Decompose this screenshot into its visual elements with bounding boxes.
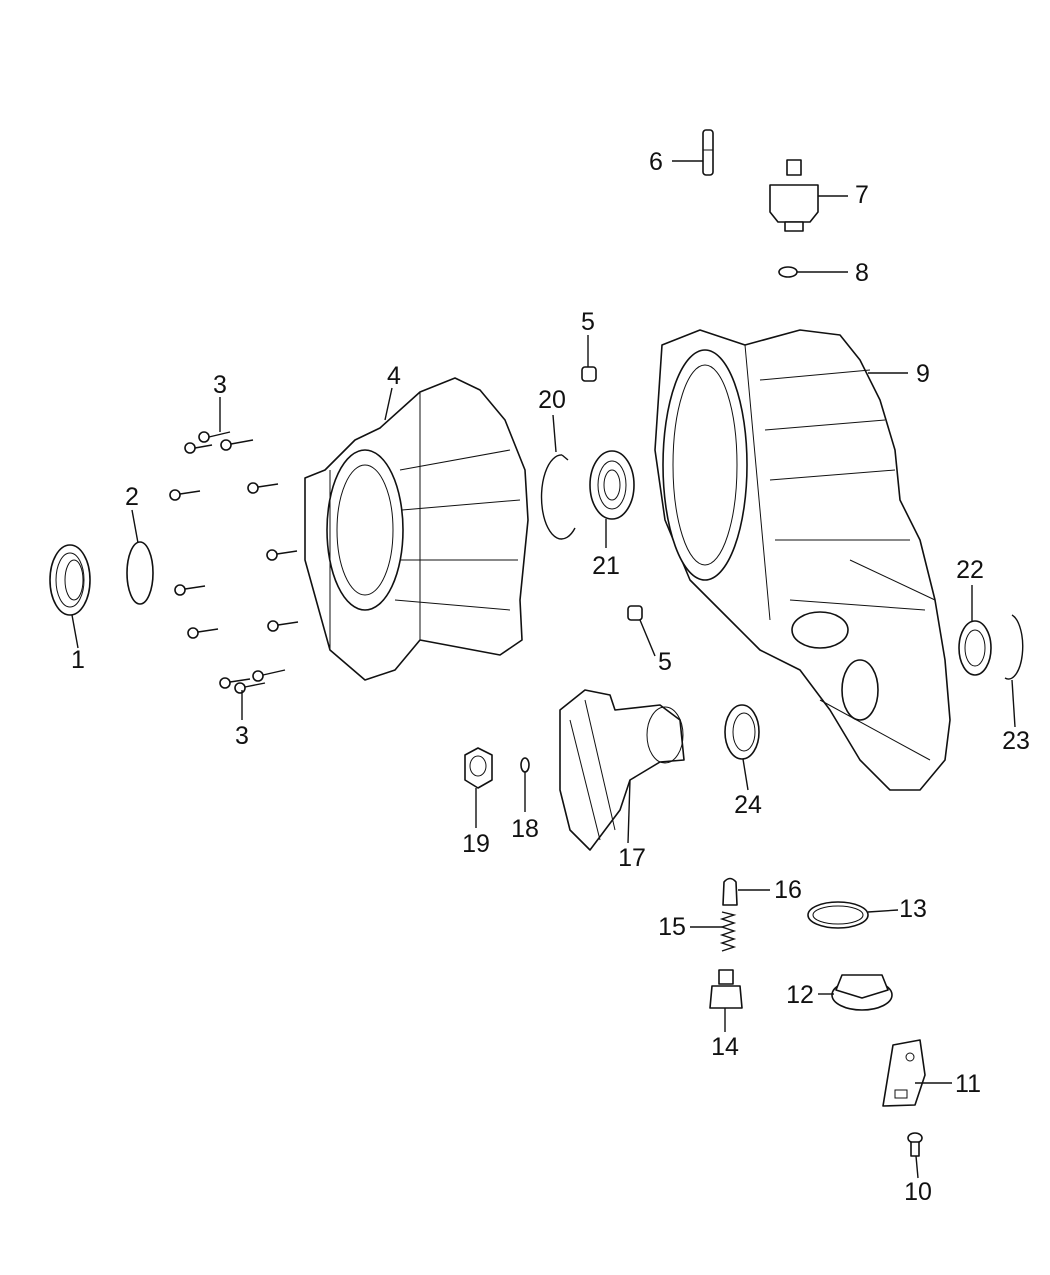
callout-4: 4 [387, 362, 401, 390]
bolt [169, 489, 201, 501]
callout-17: 17 [618, 844, 646, 872]
part-18-snap-ring [520, 757, 530, 773]
callout-3-upper: 3 [213, 371, 227, 399]
part-13-gasket [807, 901, 869, 929]
callout-12: 12 [786, 981, 814, 1009]
part-7-switch [769, 159, 819, 232]
bolt [187, 627, 219, 639]
part-23-snap-ring [1004, 614, 1024, 680]
callout-11: 11 [955, 1070, 981, 1098]
part-1-seal [49, 544, 91, 616]
part-14-plug [709, 969, 743, 1009]
bolt [266, 549, 298, 561]
callout-7: 7 [855, 181, 869, 209]
callout-24: 24 [734, 791, 762, 819]
part-15-spring [719, 911, 737, 952]
callout-13: 13 [899, 895, 927, 923]
part-20-retaining-ring [540, 454, 576, 540]
callout-2: 2 [125, 483, 139, 511]
callout-14: 14 [711, 1033, 739, 1061]
callout-18: 18 [511, 815, 539, 843]
callout-5-upper: 5 [581, 308, 595, 336]
part-17-oil-pump [559, 689, 685, 851]
callout-10: 10 [904, 1178, 932, 1206]
bolt [267, 620, 299, 632]
bolt [198, 431, 231, 443]
callout-16: 16 [774, 876, 802, 904]
callout-8: 8 [855, 259, 869, 287]
part-11-bracket [882, 1039, 926, 1107]
bolt [219, 677, 251, 689]
part-5-dowel-pin-lower [627, 605, 643, 621]
callout-21: 21 [592, 552, 620, 580]
part-4-adapter-housing [304, 377, 529, 681]
part-24-seal [724, 704, 760, 760]
part-6-stud [702, 129, 714, 176]
callout-22: 22 [956, 556, 984, 584]
part-9-transfer-case [654, 329, 951, 791]
callout-1: 1 [71, 646, 85, 674]
bolt [174, 584, 206, 596]
bolt [184, 442, 213, 454]
callout-20: 20 [538, 386, 566, 414]
part-10-screw [907, 1132, 923, 1157]
callout-labels: 1 2 3 3 4 5 5 6 7 8 9 10 11 12 13 14 15 … [71, 148, 1030, 1206]
leader-lines [71, 160, 1016, 1179]
part-3-bolts [169, 431, 299, 694]
bolt [252, 669, 286, 682]
part-5-dowel-pin-upper [581, 366, 597, 382]
part-2-o-ring [126, 541, 154, 605]
callout-23: 23 [1002, 727, 1030, 755]
part-16-plunger [722, 877, 738, 906]
bolt [220, 439, 254, 451]
part-12-plug [831, 974, 893, 1011]
callout-5-lower: 5 [658, 648, 672, 676]
bolt [247, 482, 279, 494]
callout-15: 15 [658, 913, 686, 941]
callout-6: 6 [649, 148, 663, 176]
part-22-bearing [958, 620, 992, 676]
callout-9: 9 [916, 360, 930, 388]
part-19-nut [464, 747, 493, 789]
part-21-bearing [589, 450, 635, 520]
bolt [234, 682, 266, 694]
callout-19: 19 [462, 830, 490, 858]
part-8-washer [778, 266, 798, 278]
callout-3-lower: 3 [235, 722, 249, 750]
